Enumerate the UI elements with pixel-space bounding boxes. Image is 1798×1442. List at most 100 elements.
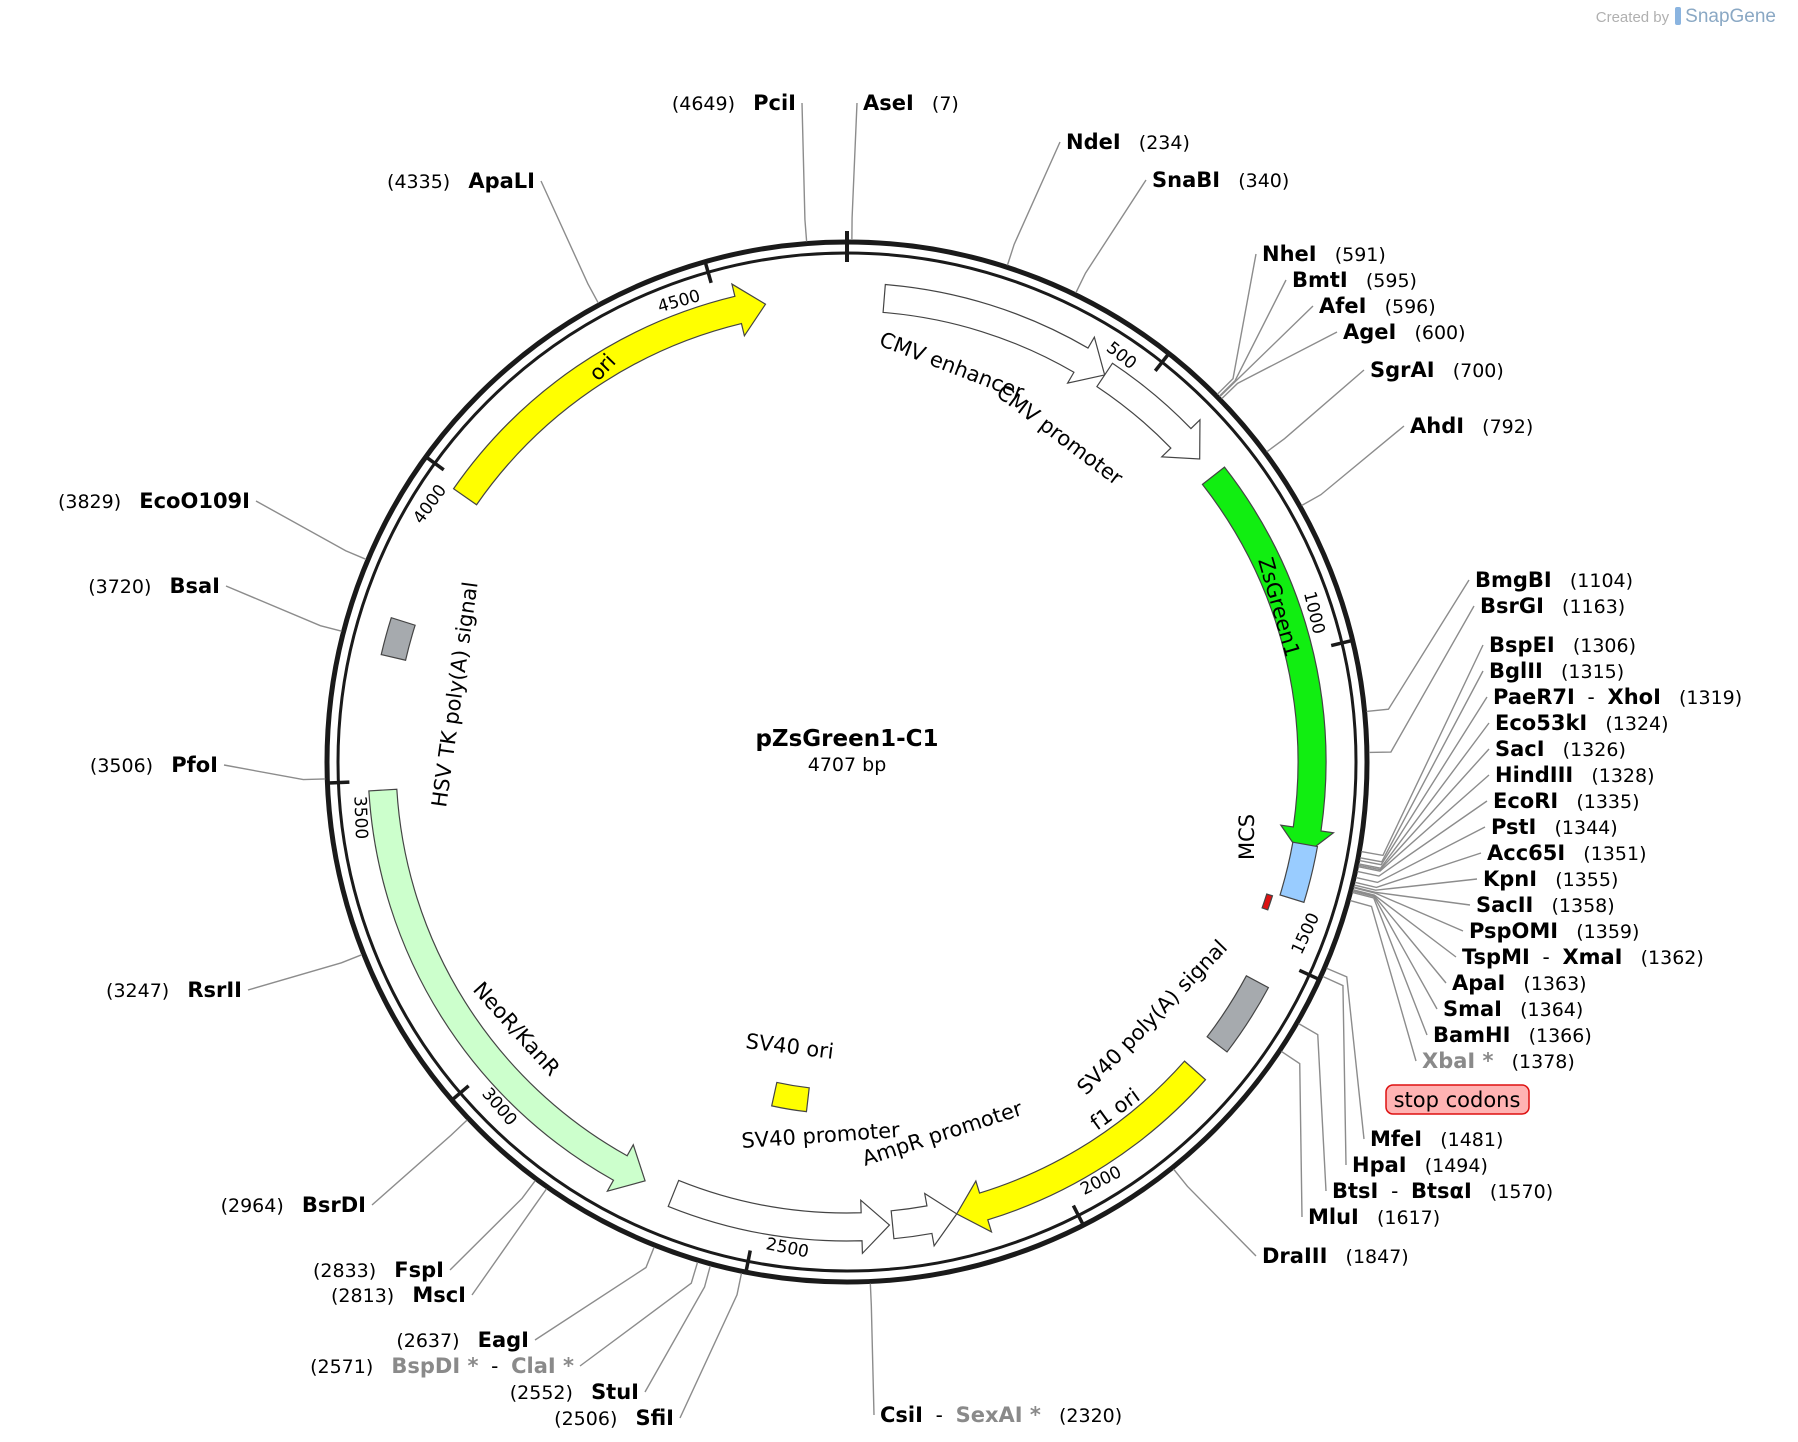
- enzyme-label: BamHI (1366): [1433, 1023, 1592, 1047]
- enzyme-pos: (1306): [1555, 635, 1636, 657]
- enzyme-name: BtsI: [1332, 1179, 1378, 1203]
- enzyme-label: BsrGI (1163): [1480, 594, 1625, 618]
- enzyme-pos: (1335): [1558, 791, 1639, 813]
- enzyme-label: SmaI (1364): [1443, 997, 1583, 1021]
- enzyme-name: SmaI: [1443, 997, 1502, 1021]
- feature-mcs: [1279, 841, 1319, 904]
- enzyme-dash: -: [1575, 685, 1608, 709]
- enzyme-name: SnaBI: [1152, 168, 1220, 192]
- enzyme-name2: XmaI: [1562, 945, 1622, 969]
- enzyme-label: Acc65I (1351): [1487, 841, 1647, 865]
- enzyme-name: CsiI: [880, 1403, 923, 1427]
- enzyme-leader: [1173, 1168, 1257, 1257]
- enzyme-label: SacII (1358): [1476, 893, 1615, 917]
- enzyme-name: ApaLI: [468, 169, 535, 193]
- enzyme-name: NheI: [1262, 242, 1317, 266]
- enzyme-label: CsiI - SexAI * (2320): [880, 1403, 1122, 1427]
- enzyme-name: AseI: [863, 91, 914, 115]
- enzyme-pos: (1351): [1565, 843, 1646, 865]
- tick-mark: [325, 780, 350, 785]
- enzyme-leader: [1216, 253, 1257, 395]
- enzyme-leader: [1355, 826, 1486, 884]
- label-stop-codons: stop codons: [1394, 1088, 1521, 1112]
- enzyme-pos: (595): [1348, 270, 1417, 292]
- feature-sv40-poly-a-signal: [1206, 975, 1270, 1053]
- feature-zsgreen1: [1201, 466, 1335, 858]
- enzyme-name2: SexAI *: [956, 1403, 1041, 1427]
- features: [368, 282, 1335, 1255]
- enzyme-leader: [869, 1283, 875, 1416]
- enzyme-label: BglII (1315): [1489, 659, 1624, 683]
- enzyme-leader: [1281, 1050, 1303, 1218]
- enzyme-name: HindIII: [1495, 763, 1573, 787]
- enzyme-leader: [1368, 605, 1475, 754]
- enzyme-label: (2637) EagI: [396, 1328, 529, 1352]
- feature-cmv-promoter: [1096, 362, 1201, 460]
- enzyme-name: PfoI: [171, 753, 218, 777]
- enzyme-label: AseI (7): [863, 91, 959, 115]
- enzyme-label: PstI (1344): [1491, 815, 1618, 839]
- enzyme-pos: (2552): [510, 1382, 591, 1404]
- enzyme-pos: (3720): [88, 576, 169, 598]
- enzyme-leader: [1298, 1022, 1327, 1192]
- enzyme-name: RsrII: [187, 978, 242, 1002]
- enzyme-name: BspEI: [1489, 633, 1555, 657]
- enzyme-leader: [1359, 696, 1488, 866]
- enzyme-pos: (2813): [331, 1285, 412, 1307]
- enzyme-name: EcoO109I: [139, 489, 250, 513]
- enzyme-pos: (1364): [1502, 999, 1583, 1021]
- enzyme-name2: ClaI *: [511, 1354, 574, 1378]
- enzyme-label: MluI (1617): [1308, 1205, 1440, 1229]
- enzyme-pos: (1328): [1573, 765, 1654, 787]
- enzyme-leader: [1221, 331, 1338, 400]
- enzyme-name: AfeI: [1319, 294, 1366, 318]
- enzyme-name: SfiI: [635, 1406, 674, 1430]
- enzyme-label: SacI (1326): [1495, 737, 1626, 761]
- enzyme-name2: XhoI: [1608, 685, 1661, 709]
- enzyme-label: (2964) BsrDI: [221, 1193, 366, 1217]
- enzyme-leader: [1354, 878, 1478, 891]
- enzyme-pos: (1163): [1544, 596, 1625, 618]
- feature-sv40-promoter: [667, 1179, 891, 1255]
- enzyme-leader: [1326, 967, 1365, 1140]
- enzyme-name: BamHI: [1433, 1023, 1510, 1047]
- enzyme-leader: [247, 954, 363, 991]
- enzyme-leader: [1075, 179, 1147, 294]
- enzyme-name: KpnI: [1483, 867, 1537, 891]
- enzyme-label: (2833) FspI: [313, 1258, 444, 1282]
- enzyme-name: SgrAI: [1370, 358, 1435, 382]
- enzyme-leader: [1353, 887, 1464, 932]
- enzyme-name: FspI: [394, 1258, 444, 1282]
- enzyme-pos: (596): [1366, 296, 1435, 318]
- enzyme-name: BsaI: [170, 574, 221, 598]
- enzyme-leader: [1358, 774, 1490, 872]
- enzyme-name: ApaI: [1452, 971, 1505, 995]
- enzyme-label: HindIII (1328): [1495, 763, 1655, 787]
- enzyme-label: AgeI (600): [1343, 320, 1466, 344]
- enzyme-pos: (2506): [554, 1408, 635, 1430]
- label-sv40-ori: SV40 ori: [744, 1029, 835, 1064]
- enzyme-name: StuI: [591, 1380, 639, 1404]
- enzyme-leader: [851, 102, 858, 241]
- enzyme-leader-lines: [223, 102, 1490, 1419]
- enzyme-label: PaeR7I - XhoI (1319): [1493, 685, 1742, 709]
- enzyme-leader: [1352, 889, 1457, 958]
- enzyme-name: BsrGI: [1480, 594, 1544, 618]
- feature-sv40-ori: [770, 1081, 810, 1113]
- enzyme-pos: (1344): [1536, 817, 1617, 839]
- enzyme-name: MluI: [1308, 1205, 1359, 1229]
- enzyme-name: EcoRI: [1493, 789, 1558, 813]
- enzyme-pos: (340): [1220, 170, 1289, 192]
- enzyme-pos: (1378): [1494, 1051, 1575, 1073]
- enzyme-leader: [1219, 305, 1314, 398]
- enzyme-name: AgeI: [1343, 320, 1396, 344]
- tick-mark: [423, 454, 445, 472]
- enzyme-label: (3506) PfoI: [90, 753, 218, 777]
- enzyme-leader: [1352, 889, 1447, 984]
- enzyme-pos: (1481): [1422, 1129, 1503, 1151]
- enzyme-label: PspOMI (1359): [1469, 919, 1639, 943]
- enzyme-leader: [540, 180, 599, 304]
- enzyme-pos: (2320): [1041, 1405, 1122, 1427]
